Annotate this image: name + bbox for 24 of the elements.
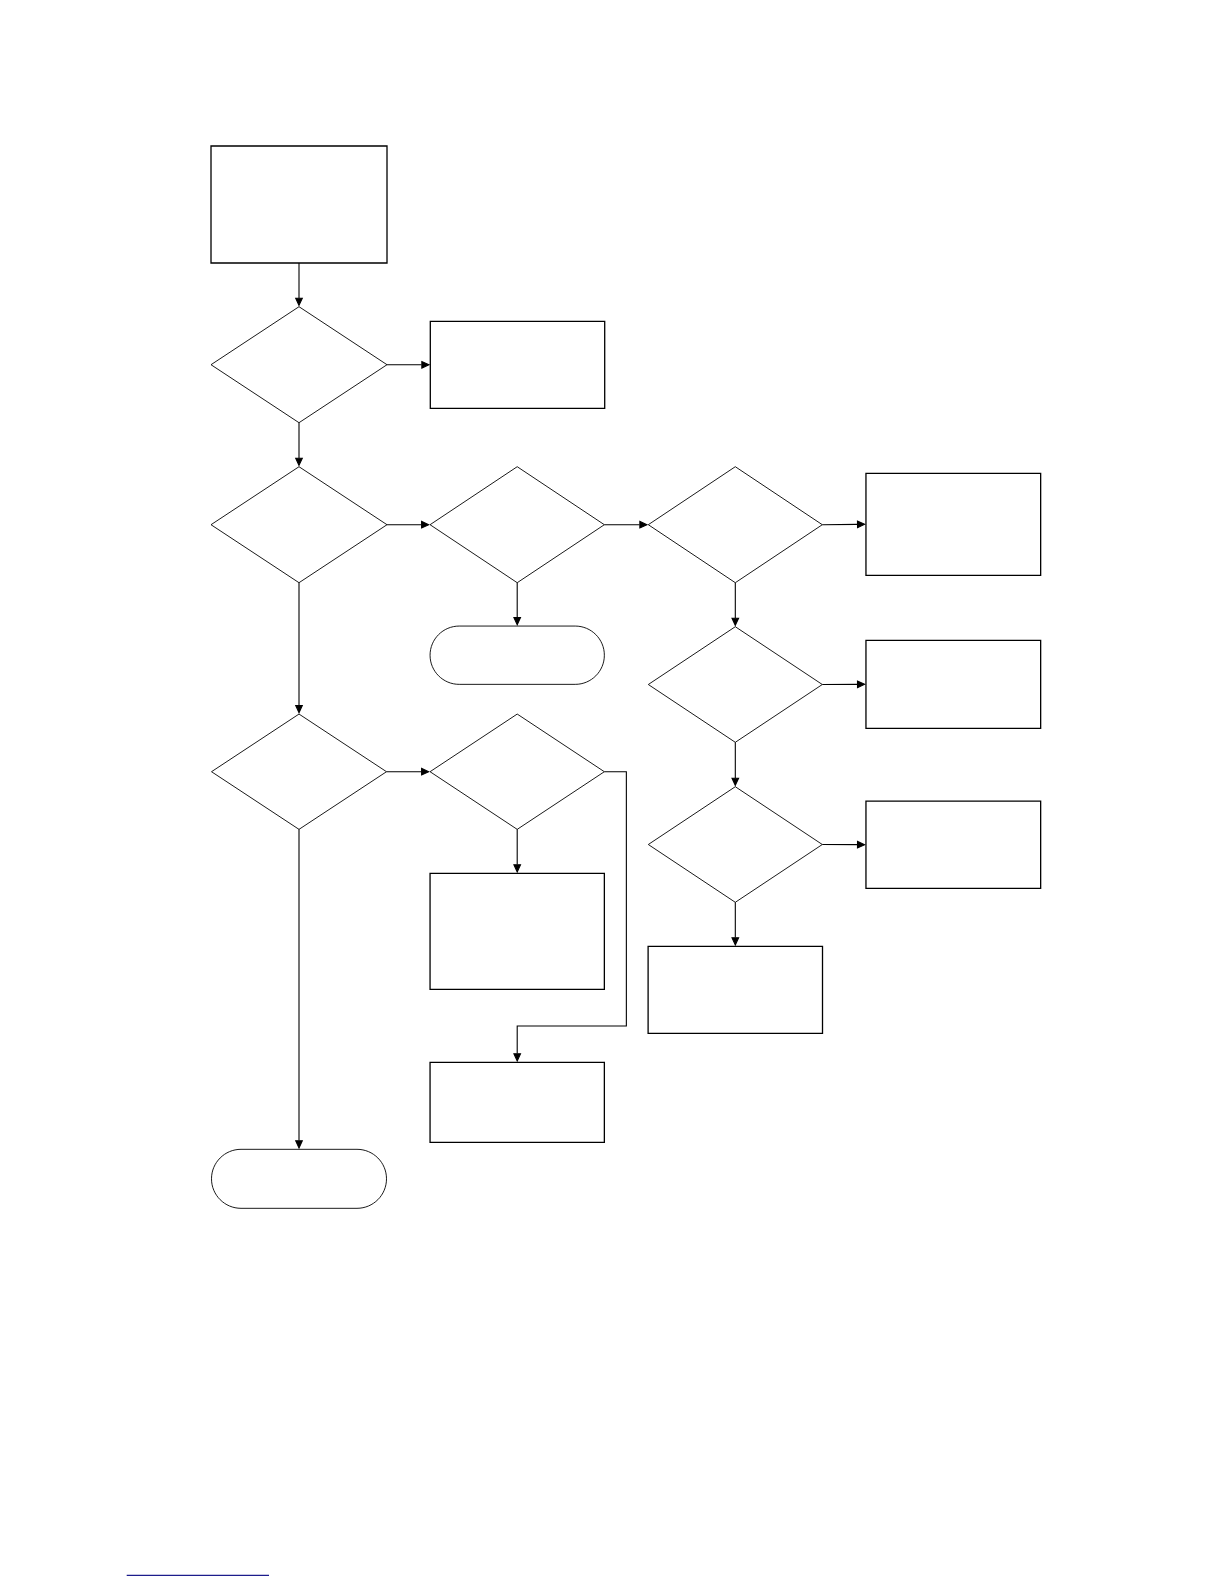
arrow	[386, 520, 430, 529]
decision-diamond	[211, 713, 387, 830]
process-box	[647, 945, 824, 1034]
decision-diamond	[647, 786, 823, 903]
decision-diamond	[647, 626, 823, 743]
process-box	[865, 800, 1042, 889]
rounded-box	[211, 1148, 387, 1209]
process-box	[865, 639, 1042, 729]
decision-diamond	[429, 713, 605, 830]
process-box	[429, 872, 605, 990]
arrow	[385, 767, 430, 776]
process-box	[429, 1061, 605, 1143]
process-box	[865, 472, 1042, 576]
arrow	[821, 680, 866, 689]
decision-diamond	[647, 466, 823, 584]
arrow	[821, 840, 866, 849]
decision-diamond	[429, 466, 605, 584]
arrow	[821, 520, 866, 529]
rounded-box	[429, 625, 605, 685]
process-box	[210, 145, 388, 264]
arrow	[513, 582, 522, 626]
decision-diamond	[210, 466, 388, 584]
process-box	[429, 320, 606, 409]
decision-diamond	[210, 306, 388, 424]
